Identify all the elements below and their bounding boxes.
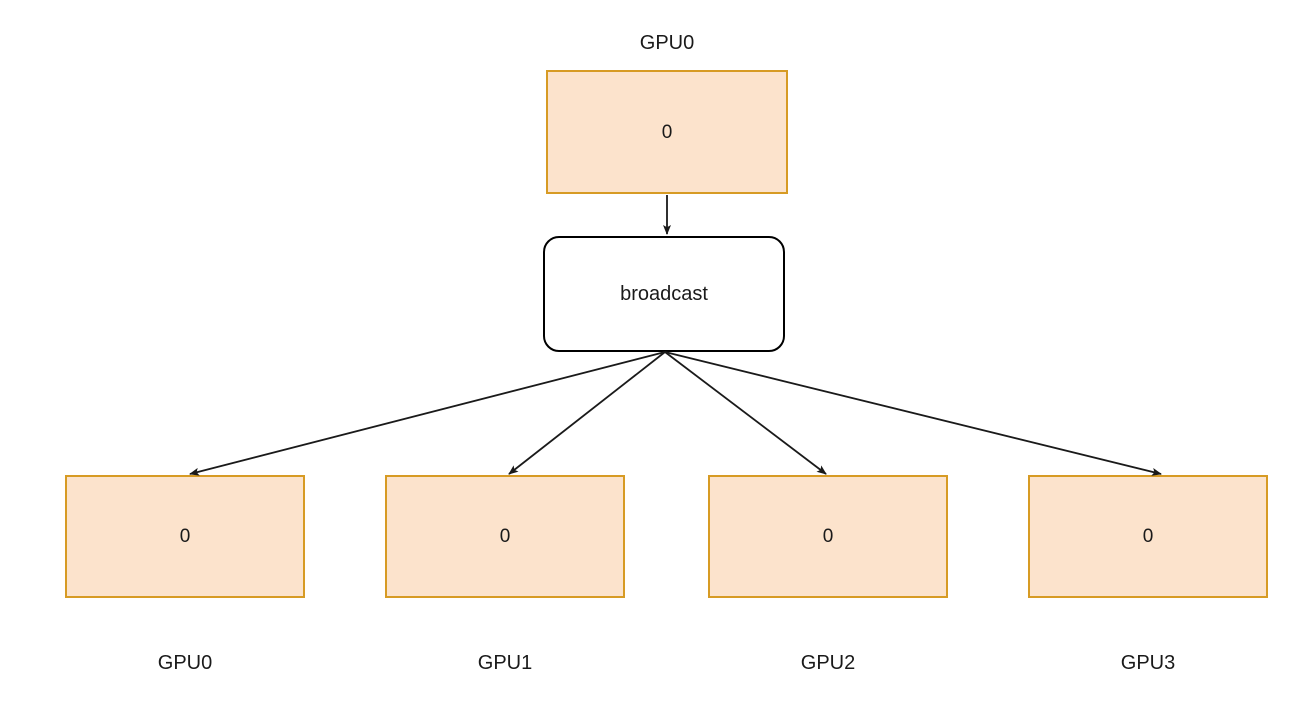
- destination-gpu-node-1[interactable]: 0: [385, 475, 625, 598]
- destination-gpu-caption-2: GPU2: [800, 652, 856, 674]
- broadcast-operation-node[interactable]: broadcast: [543, 236, 785, 352]
- destination-gpu-value-0: 0: [179, 526, 191, 547]
- source-gpu-value: 0: [661, 121, 673, 143]
- edge-broadcast-to-gpu1: [508, 351, 666, 475]
- destination-gpu-value-1: 0: [499, 526, 511, 547]
- destination-gpu-node-0[interactable]: 0: [65, 475, 305, 598]
- destination-gpu-caption-0: GPU0: [157, 652, 213, 674]
- destination-gpu-node-2[interactable]: 0: [708, 475, 948, 598]
- edge-broadcast-to-gpu2: [664, 351, 827, 475]
- destination-gpu-caption-1: GPU1: [477, 652, 533, 674]
- broadcast-operation-label: broadcast: [620, 283, 708, 305]
- destination-gpu-value-3: 0: [1142, 526, 1154, 547]
- destination-gpu-value-2: 0: [822, 526, 834, 547]
- source-gpu-node[interactable]: 0: [546, 70, 788, 194]
- source-node-caption: GPU0: [639, 32, 695, 54]
- destination-gpu-caption-3: GPU3: [1120, 652, 1176, 674]
- edge-broadcast-to-gpu0: [189, 351, 666, 476]
- edge-broadcast-to-gpu3: [664, 351, 1162, 476]
- destination-gpu-node-3[interactable]: 0: [1028, 475, 1268, 598]
